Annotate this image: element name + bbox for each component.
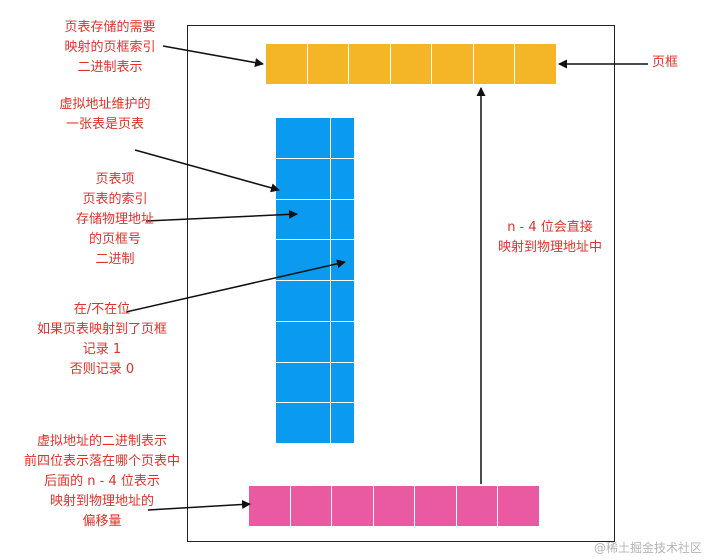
note-line: 页框: [652, 55, 679, 70]
frame-number-cell: [276, 321, 331, 362]
present-bit-cell: [331, 240, 354, 280]
note-line: 前四位表示落在哪个页表中: [23, 454, 180, 469]
frame-number-cell: [276, 240, 331, 280]
note-present-bit: 在/不在位如果页表映射到了页框记录 1 否则记录 0: [12, 300, 192, 380]
note-line: 一张表是页表: [65, 117, 144, 132]
note-line: 如果页表映射到了页框: [36, 322, 167, 337]
strip-cell: [266, 44, 308, 84]
page-table-row: [276, 403, 354, 443]
frame-number-cell: [276, 281, 331, 321]
strip-cell: [473, 44, 516, 84]
strip-cell: [307, 44, 350, 84]
page-table-row: [276, 118, 354, 159]
note-line: 记录 1: [82, 342, 122, 357]
frame-number-cell: [276, 158, 331, 199]
strip-cell: [515, 44, 557, 84]
frame-number-cell: [276, 199, 331, 240]
note-direct-mapping: n - 4 位会直接映射到物理地址中: [490, 218, 610, 258]
strip-cell: [249, 486, 291, 526]
virtual-address-strip: [249, 486, 540, 526]
present-bit-cell: [331, 321, 354, 362]
strip-cell: [290, 486, 333, 526]
note-line: 在/不在位: [73, 302, 131, 317]
strip-cell: [415, 486, 457, 526]
note-line: 存储物理地址: [75, 212, 154, 227]
frame-number-cell: [276, 362, 331, 403]
note-line: n - 4 位会直接: [507, 220, 593, 235]
note-virtual-address-table: 虚拟地址维护的一张表是页表: [30, 95, 180, 135]
note-line: 页表项: [95, 172, 135, 187]
strip-cell: [373, 486, 416, 526]
watermark: @稀土掘金技术社区: [593, 541, 702, 555]
strip-cell: [498, 486, 540, 526]
strip-cell: [456, 486, 499, 526]
note-line: 映射到物理地址的: [49, 494, 154, 509]
note-line: 二进制表示: [77, 60, 143, 75]
page-table-row: [276, 281, 354, 322]
note-line: 二进制: [95, 252, 135, 267]
note-line: 映射到物理地址中: [497, 240, 602, 255]
page-table-row: [276, 240, 354, 281]
note-line: 后面的 n - 4 位表示: [44, 474, 160, 489]
note-virtual-address-bits: 虚拟地址的二进制表示前四位表示落在哪个页表中后面的 n - 4 位表示映射到物理…: [2, 432, 202, 532]
page-table: [276, 118, 354, 443]
present-bit-cell: [331, 403, 354, 443]
note-line: 映射的页框索引: [64, 40, 156, 55]
page-table-row: [276, 362, 354, 404]
present-bit-cell: [331, 158, 354, 199]
present-bit-cell: [331, 362, 354, 403]
present-bit-cell: [331, 281, 354, 321]
page-table-row: [276, 199, 354, 241]
note-line: 页表的索引: [82, 192, 148, 207]
note-line: 偏移量: [82, 514, 122, 529]
strip-cell: [332, 486, 374, 526]
present-bit-cell: [331, 199, 354, 240]
note-page-frame-label: 页框: [652, 53, 702, 73]
frame-number-cell: [276, 403, 331, 443]
present-bit-cell: [331, 118, 354, 158]
strip-cell: [349, 44, 391, 84]
page-frame-strip: [266, 44, 557, 84]
note-line: 否则记录 0: [69, 362, 135, 377]
note-line: 虚拟地址维护的: [59, 97, 151, 112]
strip-cell: [390, 44, 433, 84]
note-page-table-entry: 页表项页表的索引存储物理地址的页框号二进制: [40, 170, 190, 270]
note-line: 虚拟地址的二进制表示: [36, 434, 167, 449]
frame-number-cell: [276, 118, 331, 158]
note-line: 的页框号: [88, 232, 141, 247]
memory-frame-border: [187, 25, 615, 542]
page-table-row: [276, 158, 354, 200]
note-page-table-storage: 页表存储的需要映射的页框索引二进制表示: [40, 18, 180, 78]
page-table-row: [276, 321, 354, 363]
strip-cell: [432, 44, 474, 84]
note-line: 页表存储的需要: [64, 20, 156, 35]
